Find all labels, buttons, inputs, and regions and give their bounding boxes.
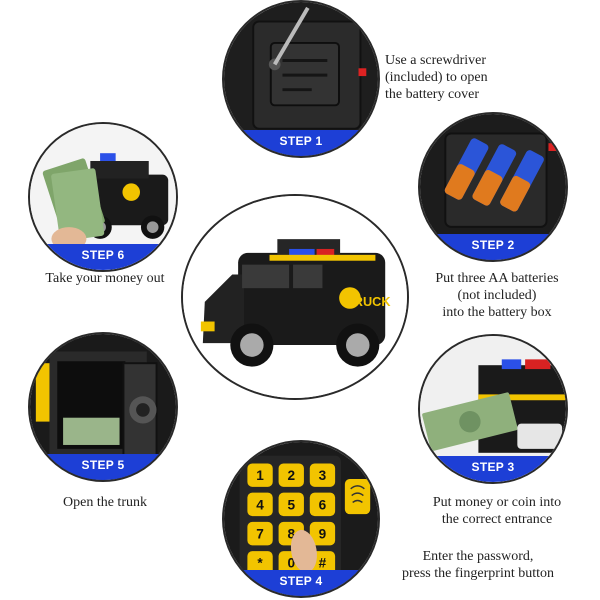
money-out-illustration: [30, 124, 176, 270]
step-5-image: STEP 5: [28, 332, 178, 482]
truck-center-image: TRUCK: [181, 194, 409, 400]
step-4-label: STEP 4: [279, 574, 323, 588]
step-5-caption: Open the trunk: [20, 494, 190, 511]
step-3-label: STEP 3: [471, 460, 515, 474]
step-2-label: STEP 2: [471, 238, 515, 252]
step-5-banner: STEP 5: [30, 454, 176, 480]
keypad-key-label: 6: [319, 497, 327, 512]
keypad-key: [247, 492, 273, 517]
keypad-key-label: 0: [287, 556, 295, 571]
step-5-caption-line: Open the trunk: [63, 495, 147, 510]
keypad-key-label: 8: [287, 526, 295, 541]
step-4-caption-line: Enter the password,: [422, 549, 534, 564]
step-1-image: STEP 1: [222, 0, 380, 158]
step-6-image: STEP 6: [28, 122, 178, 272]
keypad-key: [278, 492, 304, 517]
keypad-key: [247, 521, 273, 546]
step-3-caption-line: Put money or coin into: [432, 495, 562, 510]
keypad-key-label: 7: [256, 526, 264, 541]
step-3-caption: Put money or coin into the correct entra…: [412, 494, 582, 528]
step-6-label: STEP 6: [81, 248, 125, 262]
step-1-label: STEP 1: [279, 134, 323, 148]
step-6-caption-line: Take your money out: [45, 271, 165, 286]
fingerprint-icon: [350, 485, 365, 504]
keypad-key: [309, 521, 336, 546]
keypad-key: [309, 492, 336, 517]
step-4-caption-line: press the fingerprint button: [401, 566, 555, 581]
keypad-key-label: 5: [287, 497, 295, 512]
keypad-key-label: 2: [287, 468, 295, 483]
keypad-key: [278, 463, 304, 487]
step-2-caption: Put three AA batteries (not included) in…: [412, 270, 582, 321]
battery-cover-screwdriver-illustration: [224, 2, 378, 156]
keypad-key-label: 4: [256, 497, 264, 512]
step-6-caption: Take your money out: [20, 270, 190, 287]
step-2-caption-line: Put three AA batteries: [435, 271, 559, 286]
step-5-label: STEP 5: [81, 458, 125, 472]
truck-logo-text: TRUCK: [346, 294, 391, 309]
keypad-key-label: 3: [319, 468, 327, 483]
step-1-banner: STEP 1: [224, 130, 378, 156]
step-4-image: 1 2 3 4 5 6 7 8 9 * 0 # STEP 4: [222, 440, 380, 598]
armored-truck-illustration: TRUCK: [183, 196, 407, 398]
step-3-caption-line: the correct entrance: [441, 512, 553, 527]
keypad-key-label: 9: [319, 526, 327, 541]
keypad-key-label: *: [257, 556, 263, 571]
step-2-banner: STEP 2: [420, 234, 566, 260]
keypad-key: [247, 463, 273, 487]
step-3-banner: STEP 3: [420, 456, 566, 482]
step-4-caption: Enter the password, press the fingerprin…: [378, 548, 578, 582]
keypad-key: [247, 551, 273, 575]
step-4-banner: STEP 4: [224, 570, 378, 596]
step-1-caption-line: the battery cover: [385, 87, 480, 102]
step-6-banner: STEP 6: [30, 244, 176, 270]
keypad-key-label: 1: [256, 468, 264, 483]
step-1-caption-line: (included) to open: [385, 70, 488, 85]
keypad-key: [309, 463, 336, 487]
keypad-key-label: #: [319, 556, 327, 571]
step-3-image: STEP 3: [418, 334, 568, 484]
step-2-caption-line: (not included): [457, 288, 537, 303]
step-2-image: STEP 2: [418, 112, 568, 262]
step-2-caption-line: into the battery box: [442, 305, 552, 320]
step-1-caption-line: Use a screwdriver: [385, 53, 487, 68]
step-1-caption: Use a screwdriver (included) to open the…: [385, 52, 535, 103]
